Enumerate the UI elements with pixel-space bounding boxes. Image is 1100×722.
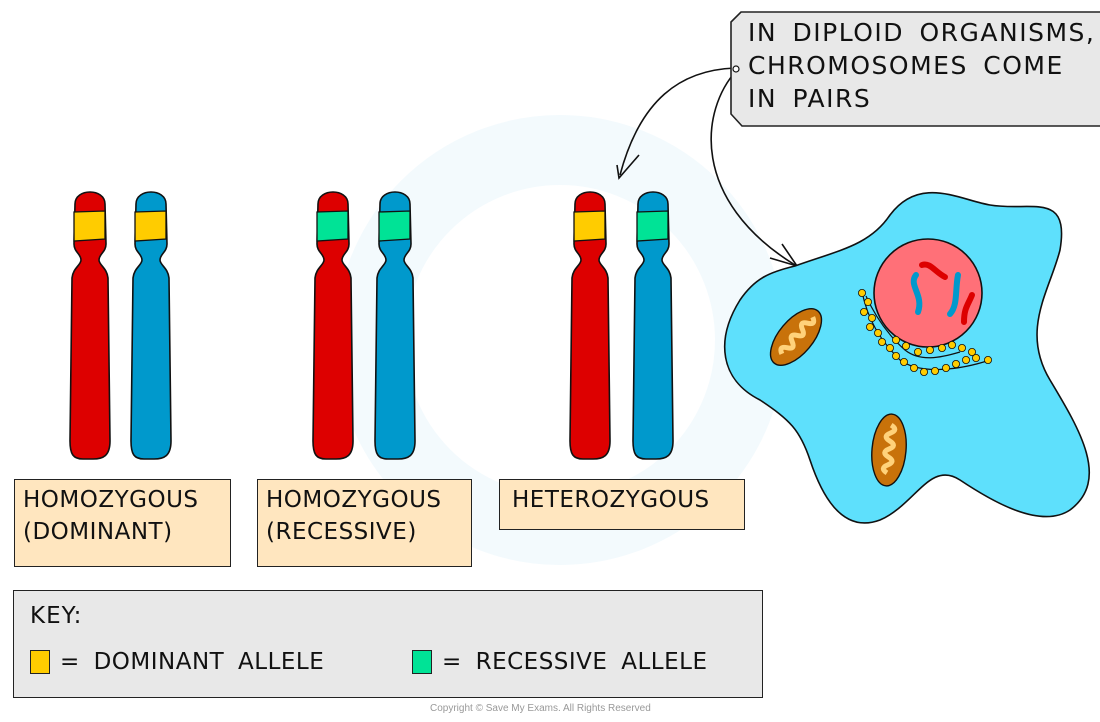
callout-line-3: IN PAIRS — [748, 84, 872, 113]
cell-membrane — [723, 191, 1090, 524]
ribosome-dot — [962, 355, 971, 364]
key-equals: = — [442, 649, 462, 675]
key-item-recessive: = RECESSIVE ALLELE — [412, 649, 708, 675]
key-box: KEY: = DOMINANT ALLELE = RECESSIVE ALLEL… — [13, 590, 763, 698]
callout-line-2: CHROMOSOMES COME — [748, 51, 1064, 80]
label-homozygous-recessive: HOMOZYGOUS (RECESSIVE) — [257, 479, 472, 567]
arrow-to-chromosomes — [616, 67, 736, 180]
ribosome-dot — [920, 367, 929, 376]
ribosome-dot — [902, 341, 911, 350]
recessive-allele-band — [316, 210, 349, 242]
label-line-1: HOMOZYGOUS — [23, 487, 199, 513]
ribosome-dot — [910, 363, 919, 372]
copyright-notice: Copyright © Save My Exams. All Rights Re… — [430, 703, 651, 714]
mitochondrion-2 — [871, 413, 907, 487]
ribosome-dot — [914, 347, 923, 356]
ribosome-dot — [858, 288, 867, 297]
ribosome-dot — [860, 307, 869, 316]
callout-anchor-dot — [732, 65, 740, 73]
ribosome-dot — [972, 353, 981, 362]
watermark-logo — [335, 115, 785, 565]
ribosome-dot — [892, 351, 901, 360]
maternal-chromosome — [69, 191, 111, 460]
callout-line-1: IN DIPLOID ORGANISMS, — [748, 18, 1096, 47]
mitochondrion-1 — [769, 308, 823, 366]
chromosome-pair-2 — [312, 191, 416, 460]
maternal-chromosome — [312, 191, 354, 460]
chromosome-pair-1 — [69, 191, 172, 460]
callout-text: IN DIPLOID ORGANISMS, CHROMOSOMES COME I… — [748, 16, 1095, 115]
recessive-allele-band — [378, 210, 411, 242]
ribosome-dot — [866, 322, 875, 331]
key-label-recessive: RECESSIVE ALLELE — [475, 649, 708, 675]
ribosome-dot — [878, 337, 887, 346]
label-heterozygous: HETEROZYGOUS — [499, 479, 745, 530]
maternal-chromosome — [569, 191, 611, 460]
ribosome-dot — [931, 366, 940, 375]
ribosome-dot — [868, 313, 877, 322]
paternal-chromosome — [374, 191, 416, 460]
ribosome-dot — [900, 357, 909, 366]
label-line-2: (RECESSIVE) — [266, 519, 417, 545]
label-line-2: (DOMINANT) — [23, 519, 173, 545]
ribosome-dot — [874, 328, 883, 337]
dominant-allele-band — [134, 210, 167, 242]
key-title: KEY: — [30, 603, 83, 629]
dominant-allele-band — [73, 210, 106, 242]
ribosome-dot — [948, 340, 957, 349]
recessive-allele-band — [636, 210, 669, 242]
key-item-dominant: = DOMINANT ALLELE — [30, 649, 324, 675]
ribosome-dot — [984, 355, 993, 364]
paternal-chromosome — [130, 191, 172, 460]
dominant-allele-band — [573, 210, 606, 242]
ribosome-dot — [938, 343, 947, 352]
endoplasmic-reticulum — [858, 288, 993, 376]
label-homozygous-dominant: HOMOZYGOUS (DOMINANT) — [14, 479, 231, 567]
recessive-swatch — [412, 650, 432, 674]
ribosome-dot — [958, 343, 967, 352]
callout-box — [730, 11, 1100, 127]
ribosome-dot — [942, 363, 951, 372]
ribosome-dot — [952, 359, 961, 368]
diploid-cell — [723, 191, 1090, 524]
nucleus — [873, 238, 983, 348]
nucleus-chromosomes — [910, 261, 975, 325]
chromosome-pair-3 — [569, 191, 674, 460]
key-equals: = — [60, 649, 80, 675]
key-label-dominant: DOMINANT ALLELE — [93, 649, 325, 675]
label-line-1: HETEROZYGOUS — [512, 487, 710, 513]
label-line-1: HOMOZYGOUS — [266, 487, 442, 513]
paternal-chromosome — [632, 191, 674, 460]
ribosome-dot — [926, 345, 935, 354]
ribosome-dot — [968, 347, 977, 356]
ribosome-dot — [892, 335, 901, 344]
ribosome-dot — [886, 343, 895, 352]
dominant-swatch — [30, 650, 50, 674]
ribosome-dot — [864, 297, 873, 306]
